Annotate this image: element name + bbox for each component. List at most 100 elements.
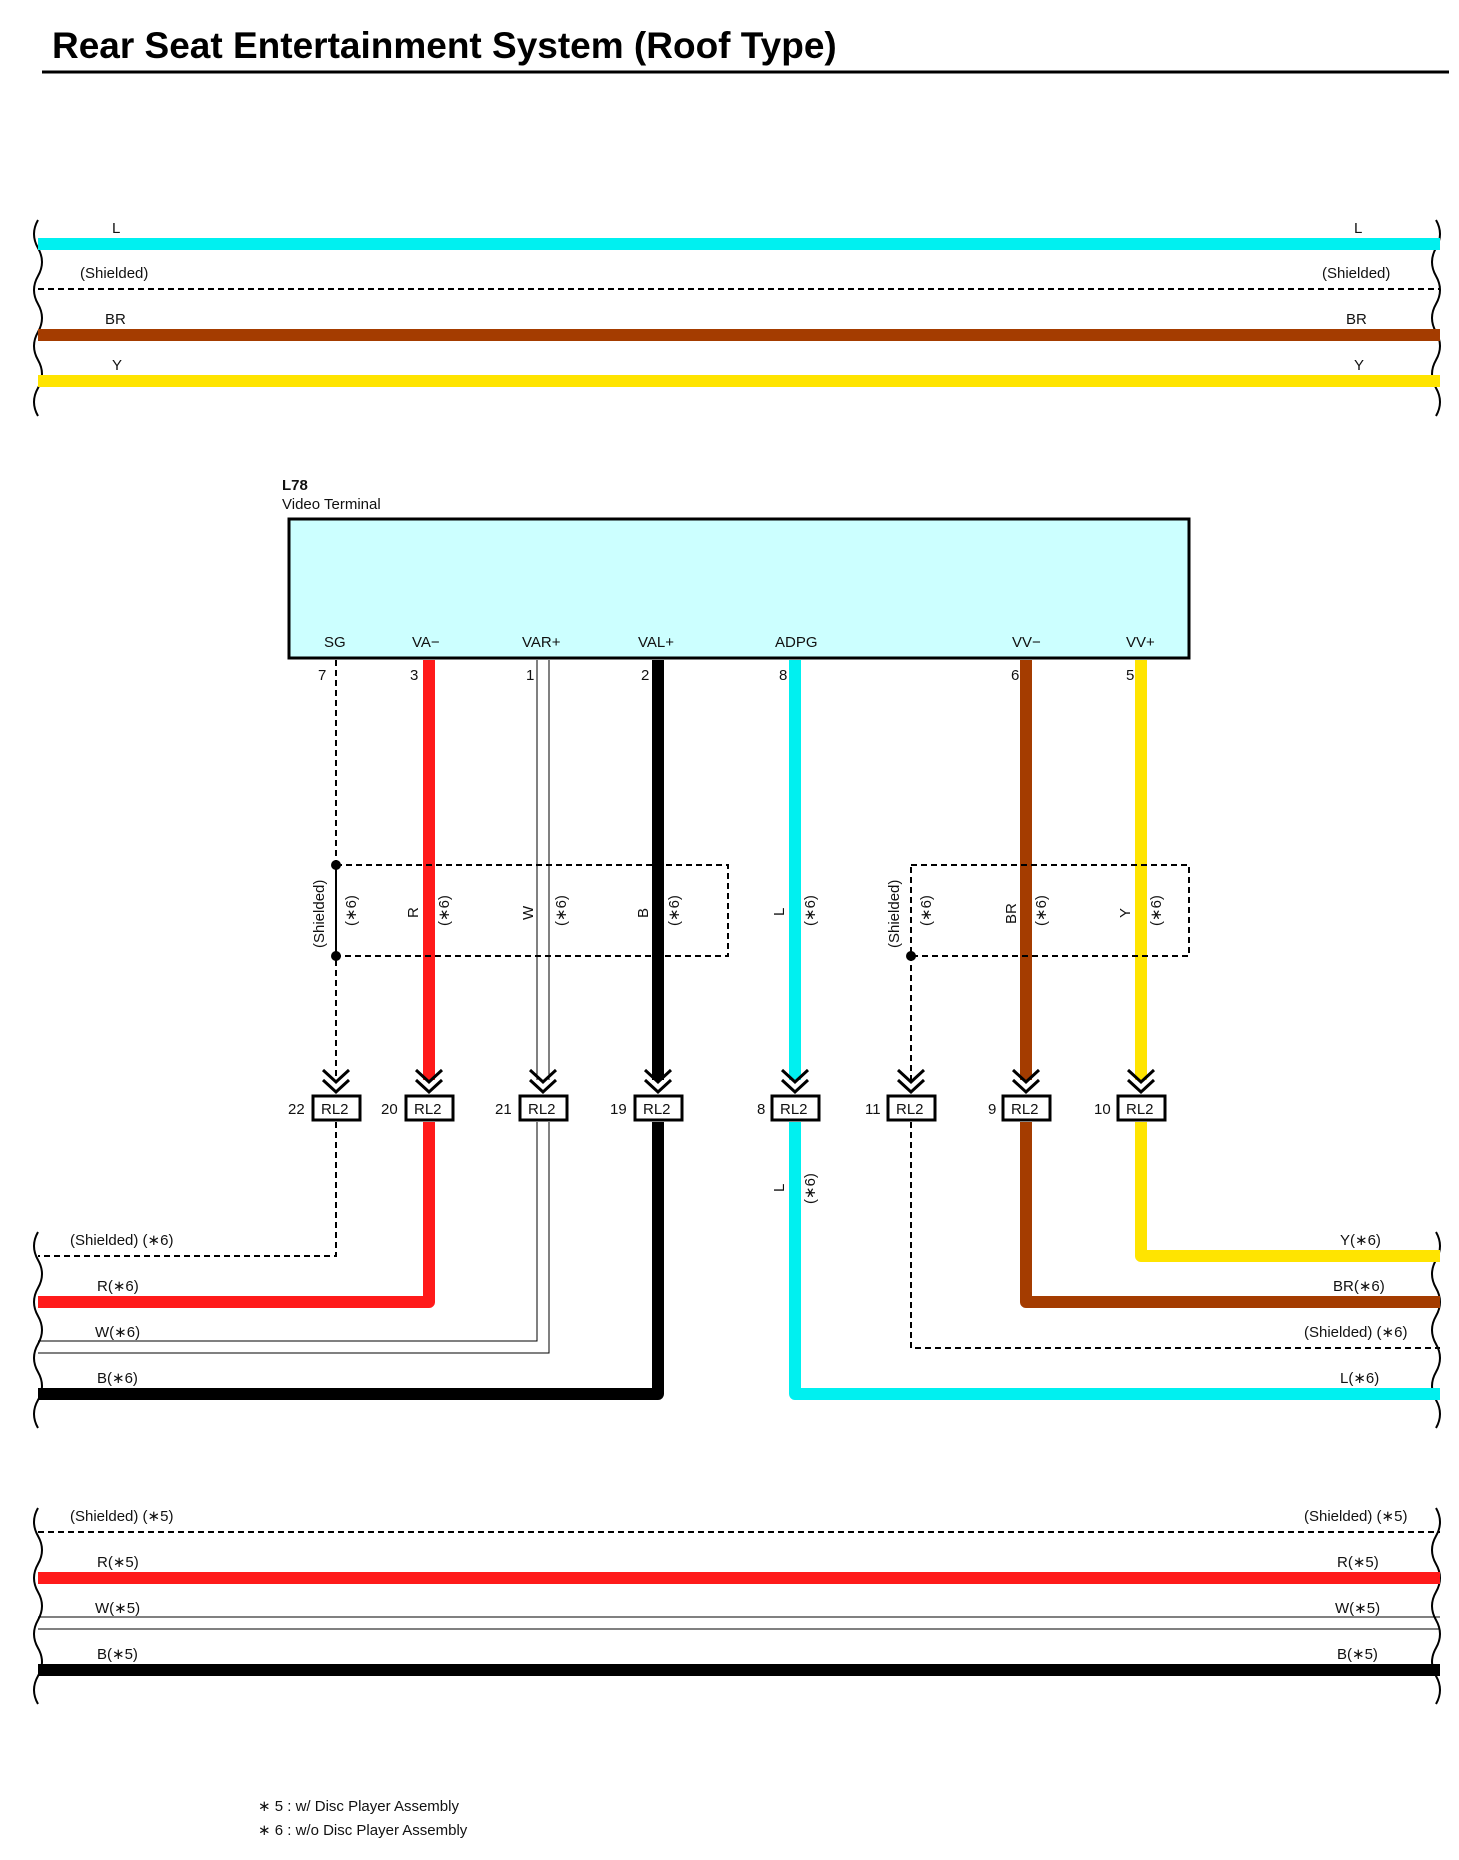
shield-note-y: (∗6): [1148, 895, 1165, 926]
connector-id: L78: [282, 477, 308, 494]
pin-number-2: 2: [641, 667, 649, 684]
shield-label-b: B: [635, 908, 652, 918]
below-adpg-note: (∗6): [802, 1173, 819, 1204]
mid-right-label-1: BR(∗6): [1333, 1278, 1385, 1295]
shield-label-w: W: [520, 905, 537, 920]
wire-l-lower: [789, 1122, 1440, 1400]
wire-shield-right-lower: [910, 1122, 1440, 1349]
top-wire-shielded-label-left: (Shielded): [80, 265, 148, 282]
lower-wires: L (∗6) (Shielded) (∗6) R(∗6) W(∗6) B(∗6)…: [33, 1122, 1441, 1429]
chevron-icon: [780, 1068, 810, 1095]
bottom-wire-w-label-right: W(∗5): [1335, 1600, 1380, 1617]
wire-y-lower: [1135, 1122, 1440, 1262]
rl2-box-9: [1001, 1094, 1052, 1122]
shield-note-b: (∗6): [666, 895, 683, 926]
rl2-id-21: RL2: [528, 1101, 556, 1118]
top-wire-y-label-left: Y: [112, 357, 122, 374]
mid-left-label-1: R(∗6): [97, 1278, 139, 1295]
chevron-icon: [1011, 1068, 1041, 1095]
wire-w-lower-b: [38, 1122, 550, 1354]
rl2-pin-9: 9: [988, 1101, 996, 1118]
wire-w-lower-a: [38, 1122, 538, 1342]
rl2-id-20: RL2: [414, 1101, 442, 1118]
top-wire-l-label-right: L: [1354, 220, 1362, 237]
shield-box-left: [335, 864, 729, 957]
wire-r-lower: [38, 1122, 435, 1308]
rl2-pin-11: 11: [865, 1101, 881, 1118]
shield-label-y: Y: [1117, 908, 1134, 918]
wire-b-lower: [38, 1122, 664, 1400]
page-title: Rear Seat Entertainment System (Roof Typ…: [52, 25, 837, 66]
bottom-wire-r-label-right: R(∗5): [1337, 1554, 1379, 1571]
wire-br-lower: [1020, 1122, 1440, 1308]
bottom-wire-shielded-label-right: (Shielded) (∗5): [1304, 1508, 1407, 1525]
pin-label-va-minus: VA−: [412, 634, 440, 651]
junction-connectors: RL2 22 RL2 20 RL2 21 RL2 19 RL2 8 RL2 11…: [288, 1068, 1167, 1122]
shield-note-right-shield: (∗6): [918, 895, 935, 926]
rl2-id-8: RL2: [780, 1101, 808, 1118]
shield-label-adpg: L: [771, 908, 788, 916]
pin-label-var-plus: VAR+: [522, 634, 561, 651]
top-wire-y-label-right: Y: [1354, 357, 1364, 374]
top-wire-br-label-left: BR: [105, 311, 126, 328]
bottom-wire-r-label-left: R(∗5): [97, 1554, 139, 1571]
chevron-icon: [896, 1068, 926, 1095]
shield-label-right-shield: (Shielded): [886, 880, 903, 948]
shield-note-br: (∗6): [1033, 895, 1050, 926]
rl2-box-10: [1116, 1094, 1167, 1122]
rl2-pin-21: 21: [495, 1101, 512, 1118]
shield-junction-left-bottom: [331, 951, 341, 961]
pin-label-vv-minus: VV−: [1012, 634, 1041, 651]
bottom-wire-w-label-left: W(∗5): [95, 1600, 140, 1617]
shield-junction-left-top: [331, 860, 341, 870]
shield-note-adpg: (∗6): [802, 895, 819, 926]
rl2-pin-10: 10: [1094, 1101, 1111, 1118]
mid-left-label-0: (Shielded) (∗6): [70, 1232, 173, 1249]
pin-label-vv-plus: VV+: [1126, 634, 1155, 651]
shield-note-w: (∗6): [553, 895, 570, 926]
bottom-wire-shielded-label-left: (Shielded) (∗5): [70, 1508, 173, 1525]
footnote-6: ∗ 6 : w/o Disc Player Assembly: [258, 1822, 468, 1839]
shield-label-sg: (Shielded): [311, 880, 328, 948]
rl2-pin-22: 22: [288, 1101, 305, 1118]
pin-number-5: 5: [1126, 667, 1134, 684]
wire-sg-lower: [38, 1122, 337, 1257]
chevron-icon: [528, 1068, 558, 1095]
rl2-pin-8: 8: [757, 1101, 765, 1118]
mid-left-label-3: B(∗6): [97, 1370, 138, 1387]
shield-note-r: (∗6): [436, 895, 453, 926]
footnotes: ∗ 5 : w/ Disc Player Assembly ∗ 6 : w/o …: [258, 1798, 468, 1839]
rl2-box-19: [633, 1094, 684, 1122]
rl2-pin-19: 19: [610, 1101, 627, 1118]
shield-label-br: BR: [1003, 903, 1020, 924]
bottom-wire-b-label-right: B(∗5): [1337, 1646, 1378, 1663]
pin-label-adpg: ADPG: [775, 634, 818, 651]
chevron-icon: [414, 1068, 444, 1095]
chevron-icon: [643, 1068, 673, 1095]
shield-note-sg: (∗6): [343, 895, 360, 926]
rl2-pin-20: 20: [381, 1101, 398, 1118]
rl2-id-19: RL2: [643, 1101, 671, 1118]
bottom-wire-group: (Shielded) (∗5) (Shielded) (∗5) R(∗5) R(…: [33, 1507, 1441, 1705]
rl2-id-22: RL2: [321, 1101, 349, 1118]
mid-right-label-3: L(∗6): [1340, 1370, 1379, 1387]
mid-right-label-2: (Shielded) (∗6): [1304, 1324, 1407, 1341]
pin-number-1: 1: [526, 667, 534, 684]
connector-name: Video Terminal: [282, 496, 381, 513]
top-wire-group: L L (Shielded) (Shielded) BR BR Y Y: [33, 219, 1441, 417]
shield-boxes: [331, 860, 1190, 961]
rl2-box-11: [886, 1094, 937, 1122]
rl2-id-9: RL2: [1011, 1101, 1039, 1118]
shield-box-right: [910, 864, 1190, 957]
chevron-icon: [1126, 1068, 1156, 1095]
pin-number-7: 7: [318, 667, 326, 684]
mid-left-label-2: W(∗6): [95, 1324, 140, 1341]
pin-label-sg: SG: [324, 634, 346, 651]
video-terminal-connector: L78 Video Terminal SG VA− VAR+ VAL+ ADPG…: [282, 477, 1191, 684]
chevron-icon: [321, 1068, 351, 1095]
top-wire-l-label-left: L: [112, 220, 120, 237]
rl2-box-21: [518, 1094, 569, 1122]
shield-labels: (Shielded) (∗6) R (∗6) W (∗6) B (∗6) L (…: [311, 880, 1165, 948]
below-adpg-wire: L: [771, 1184, 788, 1192]
top-wire-shielded-label-right: (Shielded): [1322, 265, 1390, 282]
